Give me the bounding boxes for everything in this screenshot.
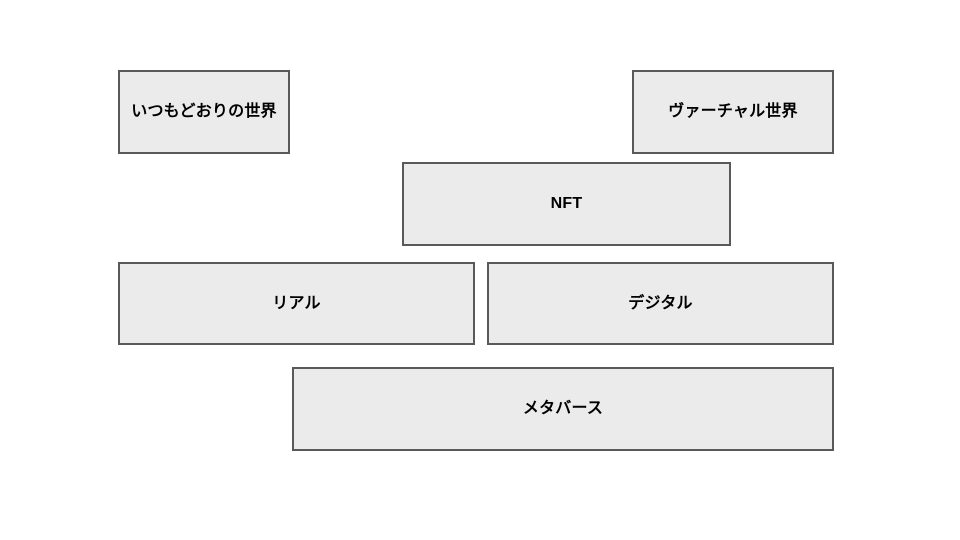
diagram-node-nft[interactable]: NFT <box>402 162 731 246</box>
diagram-node-label: NFT <box>550 195 583 212</box>
diagram-node-usual-world[interactable]: いつもどおりの世界 <box>118 70 290 154</box>
diagram-node-real[interactable]: リアル <box>118 262 475 345</box>
diagram-node-virtual-world[interactable]: ヴァーチャル世界 <box>632 70 834 154</box>
diagram-node-label: デジタル <box>628 294 693 312</box>
diagram-node-label: いつもどおりの世界 <box>131 103 277 120</box>
diagram-node-metaverse[interactable]: メタバース <box>292 367 834 451</box>
diagram-node-label: ヴァーチャル世界 <box>668 103 798 120</box>
diagram-node-label: リアル <box>272 294 321 312</box>
diagram-node-digital[interactable]: デジタル <box>487 262 834 345</box>
diagram-node-label: メタバース <box>522 400 604 417</box>
